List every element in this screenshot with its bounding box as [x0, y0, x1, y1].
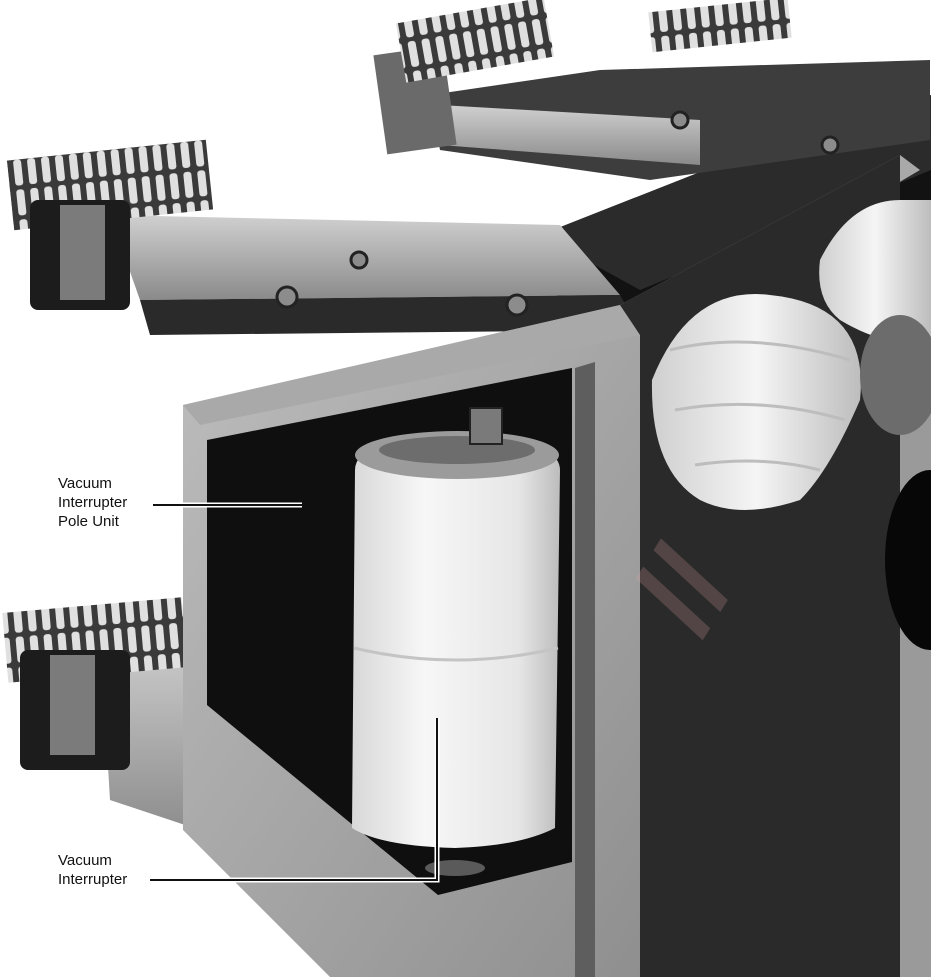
- label-line: Vacuum: [58, 852, 112, 869]
- bolt-icon: [670, 110, 690, 130]
- insulator-upper: [819, 200, 931, 343]
- vacuum-interrupter-bottle: [352, 432, 560, 848]
- bolt-icon: [275, 285, 299, 309]
- label-line: Interrupter: [58, 871, 128, 888]
- top-right-finger-cluster: [648, 0, 792, 53]
- right-side-hole: [885, 470, 931, 650]
- label-line: Pole Unit: [58, 513, 119, 530]
- bottle-top-cap-inner: [379, 436, 535, 464]
- back-finger-cluster: [395, 0, 555, 83]
- label-line: Vacuum: [58, 475, 112, 492]
- bolt-icon: [349, 250, 369, 270]
- bolt-icon: [820, 135, 840, 155]
- label-vacuum-interrupter: Vacuum Interrupter: [58, 851, 127, 889]
- back-bar: [440, 105, 700, 165]
- label-vacuum-interrupter-pole-unit: Vacuum Interrupter Pole Unit: [58, 474, 127, 531]
- bottle-seam: [353, 646, 559, 662]
- lower-bracket-plate: [50, 655, 95, 755]
- pole-frame-top-edge: [183, 155, 920, 425]
- pole-frame-edge-highlight: [575, 362, 595, 977]
- leader-line-interrupter: [150, 718, 438, 881]
- bottle-bottom-ring: [425, 860, 485, 876]
- insulator-ridge: [694, 459, 821, 472]
- bolt-icon: [505, 293, 529, 317]
- upper-bracket-plate: [60, 205, 105, 300]
- insulator-end-ring: [860, 315, 931, 435]
- label-line: Interrupter: [58, 494, 128, 511]
- insulator-ridge: [674, 402, 846, 422]
- bottle-stud: [469, 407, 503, 445]
- insulator-ridge: [669, 340, 851, 362]
